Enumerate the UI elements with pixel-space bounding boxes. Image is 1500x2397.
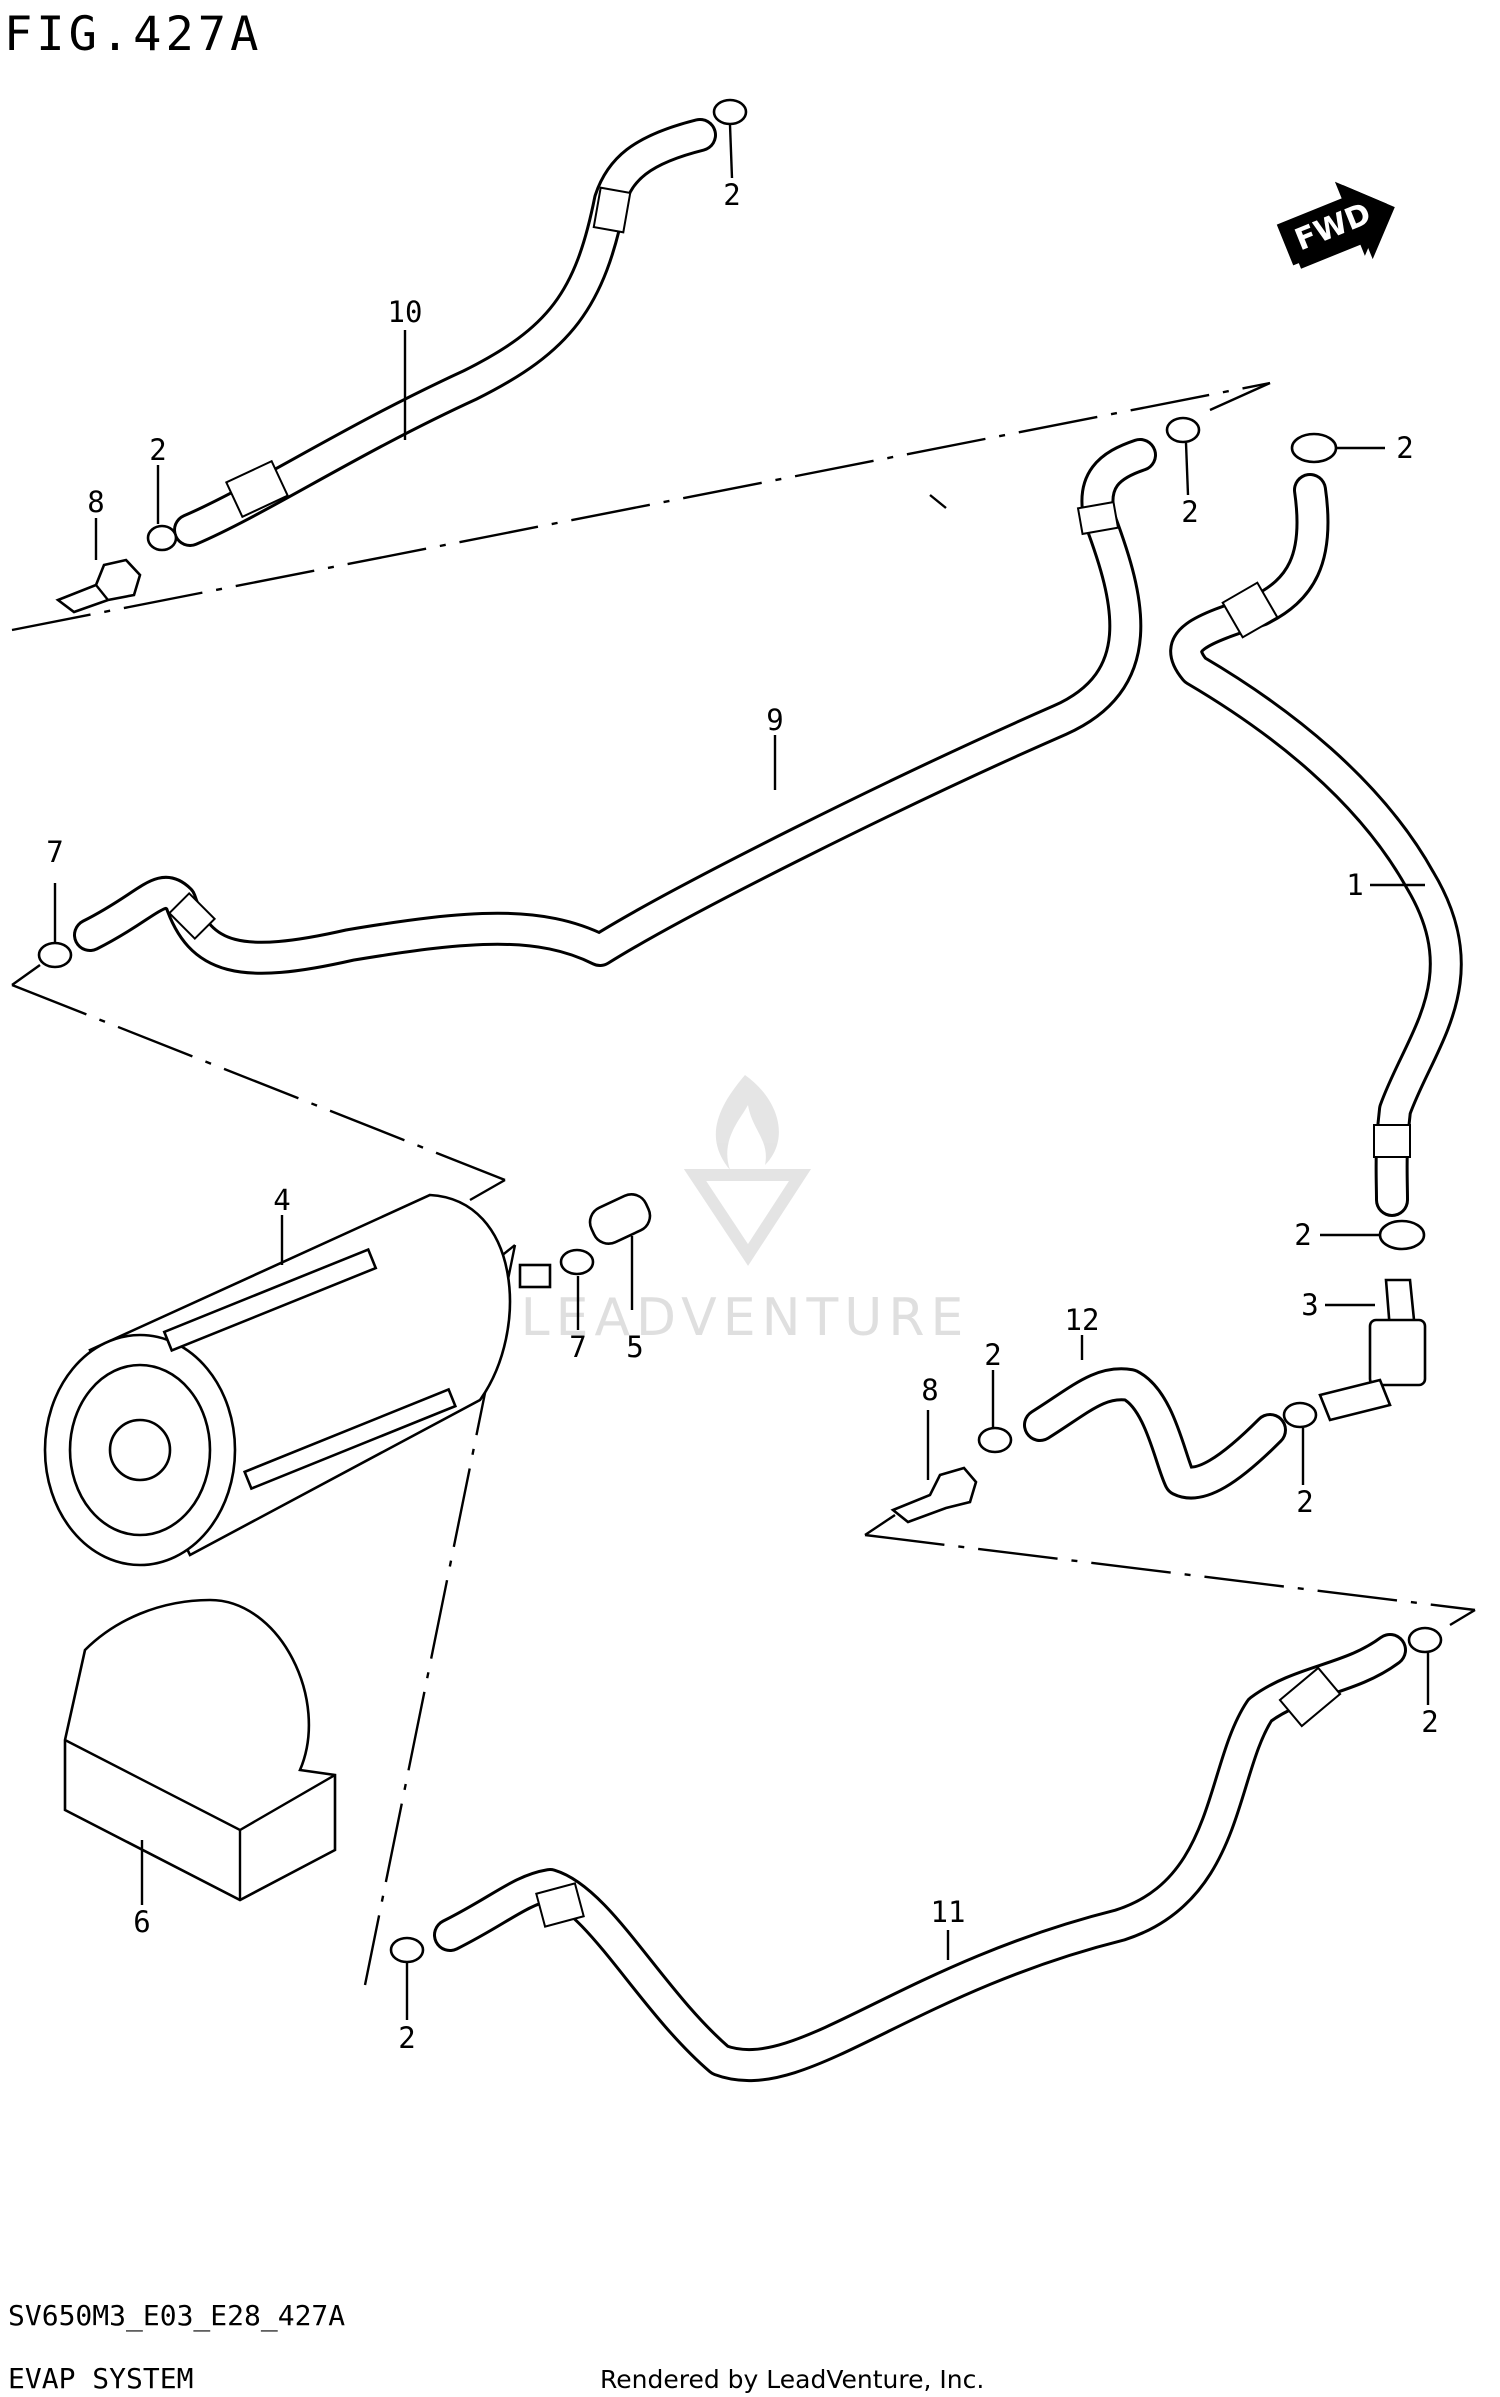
clamp-2c	[1165, 416, 1201, 444]
callout-2-c: 2	[1181, 495, 1198, 529]
cap-5	[588, 1193, 652, 1245]
callout-2-a: 2	[723, 178, 740, 212]
joint-8b	[890, 494, 978, 1524]
flame-logo-icon	[715, 1075, 779, 1170]
v-logo-icon	[683, 1169, 812, 1266]
group-outlines	[11, 381, 1476, 1986]
clamp-2g	[1282, 1401, 1318, 1429]
leader-lines	[53, 124, 1430, 2020]
callout-6: 6	[133, 1905, 150, 1939]
callout-8-b: 8	[921, 1373, 938, 1407]
clamp-7b	[559, 1248, 595, 1276]
hose-9	[73, 438, 1157, 975]
figure-code: SV650M3_E03_E28_427A	[8, 2299, 345, 2333]
callout-2-f: 2	[984, 1338, 1001, 1372]
hose-11	[433, 1633, 1407, 2082]
callout-2-g: 2	[1296, 1485, 1313, 1519]
callout-2-d: 2	[1396, 431, 1413, 465]
callout-1: 1	[1346, 868, 1363, 902]
watermark-text: LEADVENTURE	[521, 1288, 970, 1348]
section-name: EVAP SYSTEM	[8, 2362, 193, 2395]
callout-2-h: 2	[1421, 1705, 1438, 1739]
callout-7-b: 7	[46, 835, 63, 869]
callout-2-b: 2	[149, 433, 166, 467]
clamp-2i	[389, 1936, 425, 1964]
callout-8-a: 8	[87, 485, 104, 519]
callout-9: 9	[766, 703, 783, 737]
fitting-3	[1318, 1278, 1427, 1422]
fwd-arrow-icon: FWD	[1276, 181, 1395, 269]
canister-4	[43, 1193, 552, 1567]
joint-8a	[55, 558, 142, 614]
clamp-2a	[712, 98, 748, 126]
callout-4: 4	[273, 1183, 290, 1217]
callout-5: 5	[626, 1330, 643, 1364]
clamp-2e	[1378, 1219, 1426, 1251]
hose-1	[1169, 473, 1463, 1217]
hose-12	[1023, 1367, 1287, 1500]
callout-2-i: 2	[398, 2021, 415, 2055]
callout-11: 11	[931, 1895, 966, 1929]
callout-numbers: 1 2 2 2 2 2 2 2 2 2 3 4 5 6 7 7 8 8 9 10…	[46, 178, 1438, 2055]
clamp-2f	[977, 1426, 1013, 1454]
callout-12: 12	[1065, 1303, 1100, 1337]
figure-title: FIG.427A	[4, 7, 262, 62]
clamp-2d	[1290, 432, 1338, 464]
render-credit: Rendered by LeadVenture, Inc.	[600, 2365, 984, 2394]
clamp-2b	[146, 524, 178, 552]
callout-7-a: 7	[569, 1330, 586, 1364]
hose-10	[173, 118, 717, 547]
watermark: LEADVENTURE	[521, 1075, 970, 1348]
clamp-2h	[1407, 1626, 1443, 1654]
bracket-6	[63, 1598, 337, 1902]
clamp-7a	[37, 941, 73, 969]
callout-10: 10	[388, 295, 423, 329]
callout-2-e: 2	[1294, 1218, 1311, 1252]
callout-3: 3	[1301, 1288, 1318, 1322]
